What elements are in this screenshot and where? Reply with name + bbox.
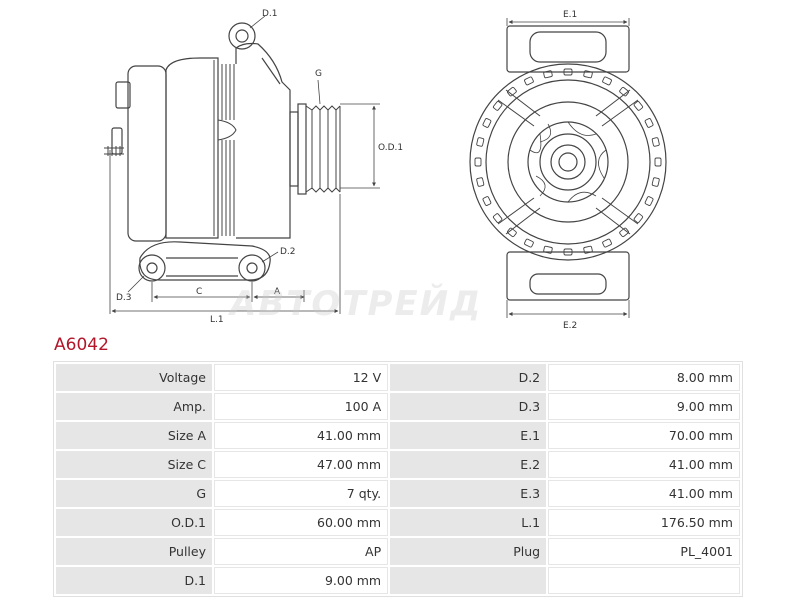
vent-slot (476, 177, 485, 187)
vent-slot (482, 118, 492, 128)
spec-label: Amp. (56, 393, 212, 420)
spec-label: Size C (56, 451, 212, 478)
label-l1: L.1 (210, 315, 224, 325)
spec-label: L.1 (390, 509, 547, 536)
vent-slot (619, 227, 629, 238)
spec-value: 100 A (214, 393, 389, 420)
vent-slot (654, 157, 662, 167)
vent-slot (602, 76, 612, 86)
vent-slot (492, 101, 503, 111)
vent-slot (602, 238, 612, 248)
vent-slot (583, 70, 593, 79)
side-view (104, 22, 341, 282)
label-c: C (196, 287, 202, 297)
spec-value: 8.00 mm (548, 364, 740, 391)
vent-slot (524, 238, 534, 248)
label-e2: E.2 (563, 321, 577, 331)
spec-label (390, 567, 547, 594)
front-view (469, 25, 667, 301)
spec-value: 9.00 mm (548, 393, 740, 420)
vent-slot (507, 86, 517, 97)
spec-label: E.2 (390, 451, 547, 478)
vent-slot (476, 137, 485, 147)
vent-slot (633, 101, 644, 111)
vent-slot (482, 196, 492, 206)
vent-slot (524, 76, 534, 86)
spec-label: Plug (390, 538, 547, 565)
spec-value: AP (214, 538, 389, 565)
spec-value: 12 V (214, 364, 389, 391)
vent-slot (543, 70, 553, 79)
spec-value: 41.00 mm (214, 422, 389, 449)
spec-label: D.3 (390, 393, 547, 420)
spec-label: E.3 (390, 480, 547, 507)
spec-label: G (56, 480, 212, 507)
spec-label: Voltage (56, 364, 212, 391)
label-d2: D.2 (280, 247, 296, 257)
side-dimensions (109, 15, 380, 314)
spec-value: 41.00 mm (548, 451, 740, 478)
spec-label: D.2 (390, 364, 547, 391)
label-d3: D.3 (116, 293, 132, 303)
vent-slot (644, 196, 654, 206)
label-d1: D.1 (262, 9, 278, 19)
model-number: A6042 (54, 335, 109, 355)
spec-label: Pulley (56, 538, 212, 565)
spec-value: 176.50 mm (548, 509, 740, 536)
vent-slot (583, 245, 593, 254)
vent-slot (563, 248, 573, 256)
vent-slot (644, 118, 654, 128)
alternator-technical-drawing: D.1 G O.D.1 D.2 D.3 C A L.1 E.1 E.2 (104, 9, 667, 331)
spec-label: Size A (56, 422, 212, 449)
spec-value: 9.00 mm (214, 567, 389, 594)
spec-value: 47.00 mm (214, 451, 389, 478)
label-a: A (274, 287, 281, 297)
spec-value: PL_4001 (548, 538, 740, 565)
spec-value: 41.00 mm (548, 480, 740, 507)
vent-slot (492, 213, 503, 223)
vent-slot (633, 213, 644, 223)
spec-value: 7 qty. (214, 480, 389, 507)
vent-slot (651, 177, 660, 187)
front-dimensions (506, 18, 630, 318)
spec-label: O.D.1 (56, 509, 212, 536)
vent-slot (619, 86, 629, 97)
spec-value: 70.00 mm (548, 422, 740, 449)
spec-label: E.1 (390, 422, 547, 449)
spec-value: 60.00 mm (214, 509, 389, 536)
label-g: G (315, 69, 322, 79)
spec-value (548, 567, 740, 594)
spec-label: D.1 (56, 567, 212, 594)
label-od1: O.D.1 (378, 143, 403, 153)
vent-slot (543, 245, 553, 254)
label-e1: E.1 (563, 10, 577, 20)
vent-slot (474, 157, 482, 167)
vent-slot (651, 137, 660, 147)
vent-slot (563, 68, 573, 76)
vent-slot (507, 227, 517, 238)
